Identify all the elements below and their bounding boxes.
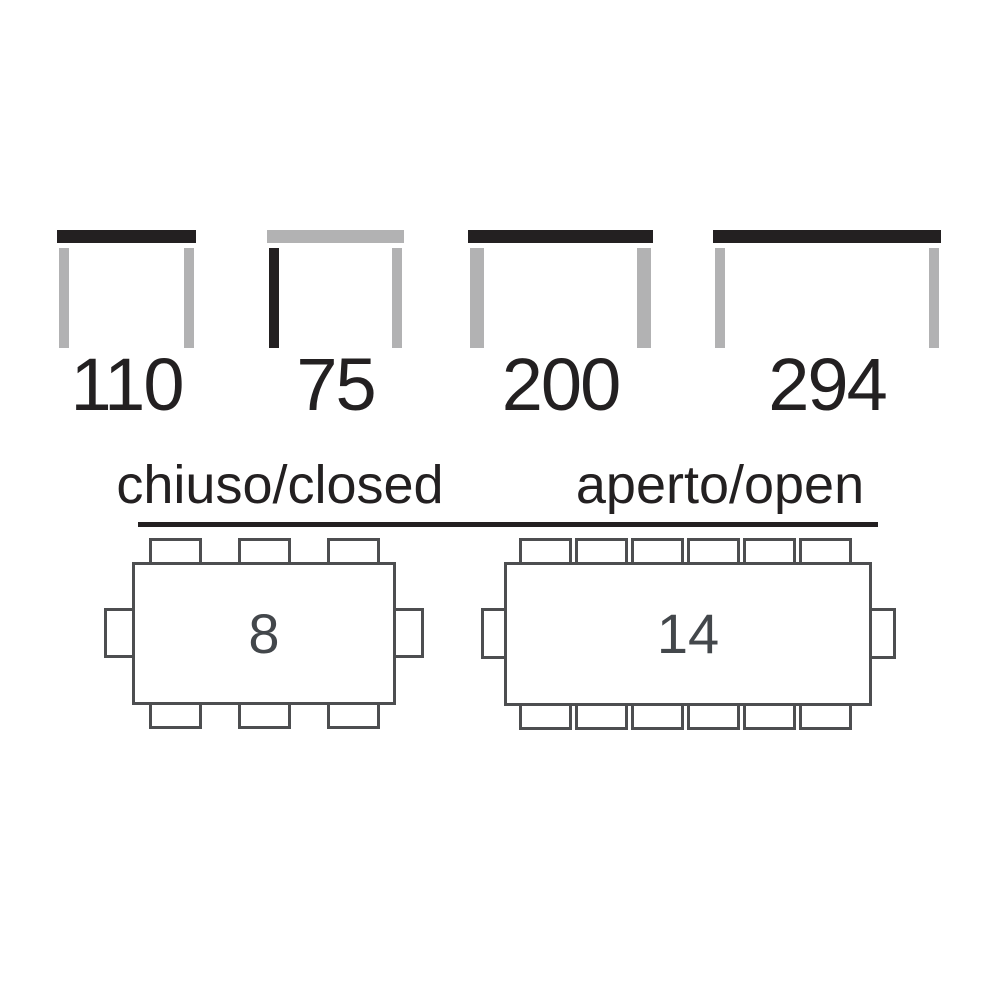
open-section-title: aperto/open <box>575 455 865 515</box>
table-leg-left <box>470 248 484 348</box>
tabletop-bar <box>267 230 404 243</box>
table-leg-left <box>715 248 725 348</box>
tabletop-bar <box>468 230 653 243</box>
tabletop-bar <box>713 230 941 243</box>
open-table-seating-diagram: 14 <box>476 538 896 731</box>
table-leg-right <box>184 248 194 348</box>
dimension-label: 294 <box>768 343 887 426</box>
dimension-label: 200 <box>501 343 621 426</box>
table-leg-right <box>929 248 939 348</box>
table-leg-right <box>637 248 651 348</box>
dimension-label: 110 <box>70 343 185 426</box>
seat-count-open: 14 <box>656 602 720 665</box>
tabletop-open: 14 <box>504 562 872 706</box>
seat-count-closed: 8 <box>248 601 280 665</box>
table-leg-left <box>59 248 69 348</box>
closed-table-seating-diagram: 8 <box>104 538 424 731</box>
dimension-label: 75 <box>296 343 376 426</box>
table-leg-right <box>392 248 402 348</box>
tabletop-closed: 8 <box>132 562 396 705</box>
closed-section-title: chiuso/closed <box>116 455 444 515</box>
divider-line <box>138 522 878 527</box>
table-leg-left <box>269 248 279 348</box>
tabletop-bar <box>57 230 196 243</box>
